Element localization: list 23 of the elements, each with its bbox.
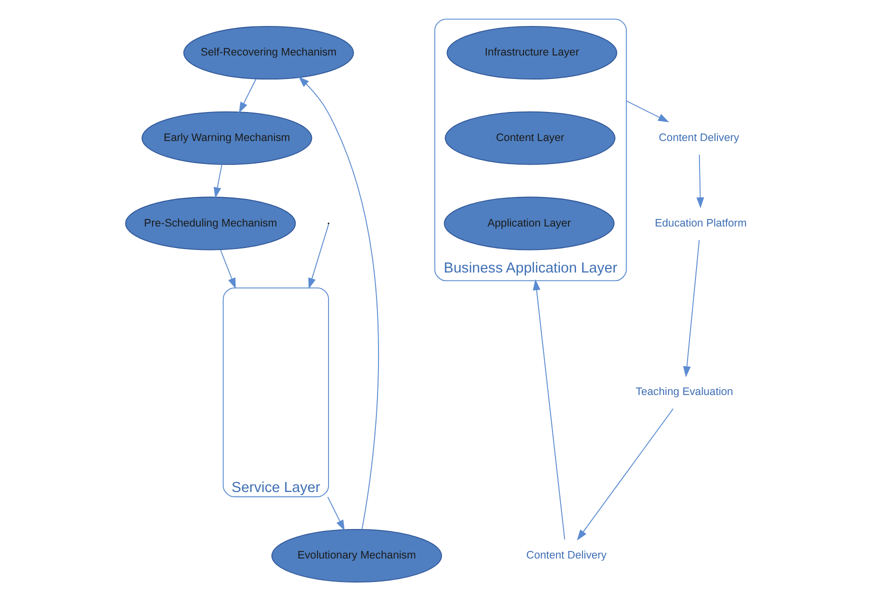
arrow [625,100,669,122]
node-text: Content Delivery [658,132,739,144]
arrow [532,279,565,540]
node-text: Education Platform [654,217,746,230]
node-box: Service Layer [222,287,328,498]
arrow [220,249,236,289]
node-ellipse: Evolutionary Mechanism [270,528,442,583]
arrow [576,408,674,540]
arrow [326,496,344,531]
node-ellipse: Early Warning Mechanism [141,111,312,165]
arrow [696,154,704,208]
arrow [308,224,328,289]
node-ellipse: Pre-Scheduling Mechanism [124,196,296,250]
node-ellipse: Self-Recovering Mechanism [182,26,354,80]
node-ellipse: Infrastructure Layer [446,26,617,80]
node-text: Content Delivery [526,550,606,562]
arrow [298,76,378,530]
node-ellipse: Content Layer [444,111,615,165]
arrow [682,240,700,378]
arrow [213,164,222,198]
node-text: Teaching Evaluation [635,386,733,398]
node-ellipse: Application Layer [443,196,614,250]
arrow [238,78,256,114]
